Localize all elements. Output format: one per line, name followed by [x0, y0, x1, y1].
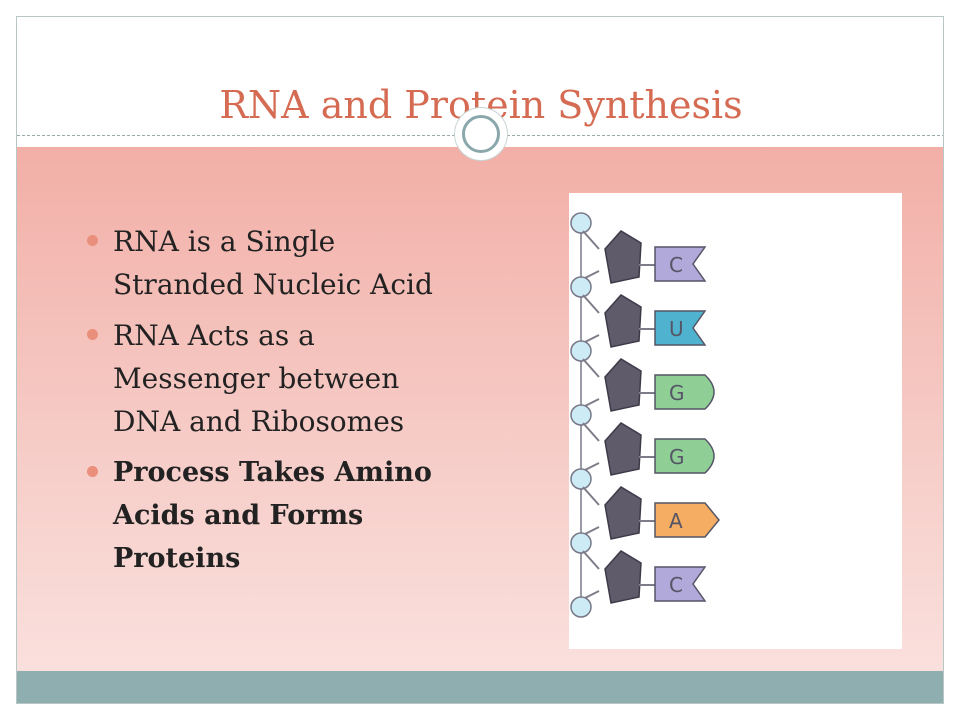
- bullet-dot-icon: [87, 466, 98, 477]
- bullet-dot-icon: [87, 235, 98, 246]
- bond-line: [582, 358, 600, 378]
- bullet-text: Process Takes Amino Acids and Forms Prot…: [113, 457, 432, 574]
- phosphate-circle: [570, 404, 592, 426]
- bullet-text: RNA Acts as a Messenger between DNA and …: [113, 319, 405, 438]
- bullet-item: RNA is a Single Stranded Nucleic Acid: [87, 220, 467, 306]
- sugar-pentagon: [604, 358, 642, 412]
- bond-line: [582, 294, 600, 314]
- slide: RNA and Protein Synthesis RNA is a Singl…: [16, 16, 944, 704]
- sugar-pentagon: [604, 422, 642, 476]
- base-c-shape: [654, 566, 707, 602]
- sugar-pentagon: [604, 294, 642, 348]
- base-c-shape: [654, 246, 707, 282]
- phosphate-circle: [570, 596, 592, 618]
- sugar-pentagon: [604, 230, 642, 284]
- footer-bar: [17, 671, 943, 703]
- bullet-item: RNA Acts as a Messenger between DNA and …: [87, 314, 467, 443]
- phosphate-circle: [570, 276, 592, 298]
- sugar-pentagon: [604, 550, 642, 604]
- base-letter: C: [669, 253, 683, 277]
- ring-ornament-icon: [455, 108, 507, 160]
- base-letter: A: [669, 509, 683, 533]
- base-letter: U: [669, 317, 684, 341]
- phosphate-circle: [570, 340, 592, 362]
- bullet-item: Process Takes Amino Acids and Forms Prot…: [87, 451, 467, 580]
- base-a-shape: [654, 502, 720, 538]
- bond-line: [582, 550, 600, 570]
- bullet-list: RNA is a Single Stranded Nucleic Acid RN…: [87, 220, 467, 588]
- base-g-shape: [654, 438, 715, 474]
- bond-line: [582, 422, 600, 442]
- rna-strand-figure: C U G G A C: [569, 193, 902, 649]
- base-letter: C: [669, 573, 683, 597]
- base-g-shape: [654, 374, 715, 410]
- base-letter: G: [669, 445, 685, 469]
- bond-line: [582, 486, 600, 506]
- rna-strand-illustration: C U G G A C: [570, 212, 720, 618]
- bullet-text: RNA is a Single Stranded Nucleic Acid: [113, 225, 433, 301]
- bond-line: [582, 230, 600, 250]
- phosphate-circle: [570, 468, 592, 490]
- base-letter: G: [669, 381, 685, 405]
- phosphate-circle: [570, 532, 592, 554]
- phosphate-circle: [570, 212, 592, 234]
- bullet-dot-icon: [87, 329, 98, 340]
- base-u-shape: [654, 310, 707, 346]
- sugar-pentagon: [604, 486, 642, 540]
